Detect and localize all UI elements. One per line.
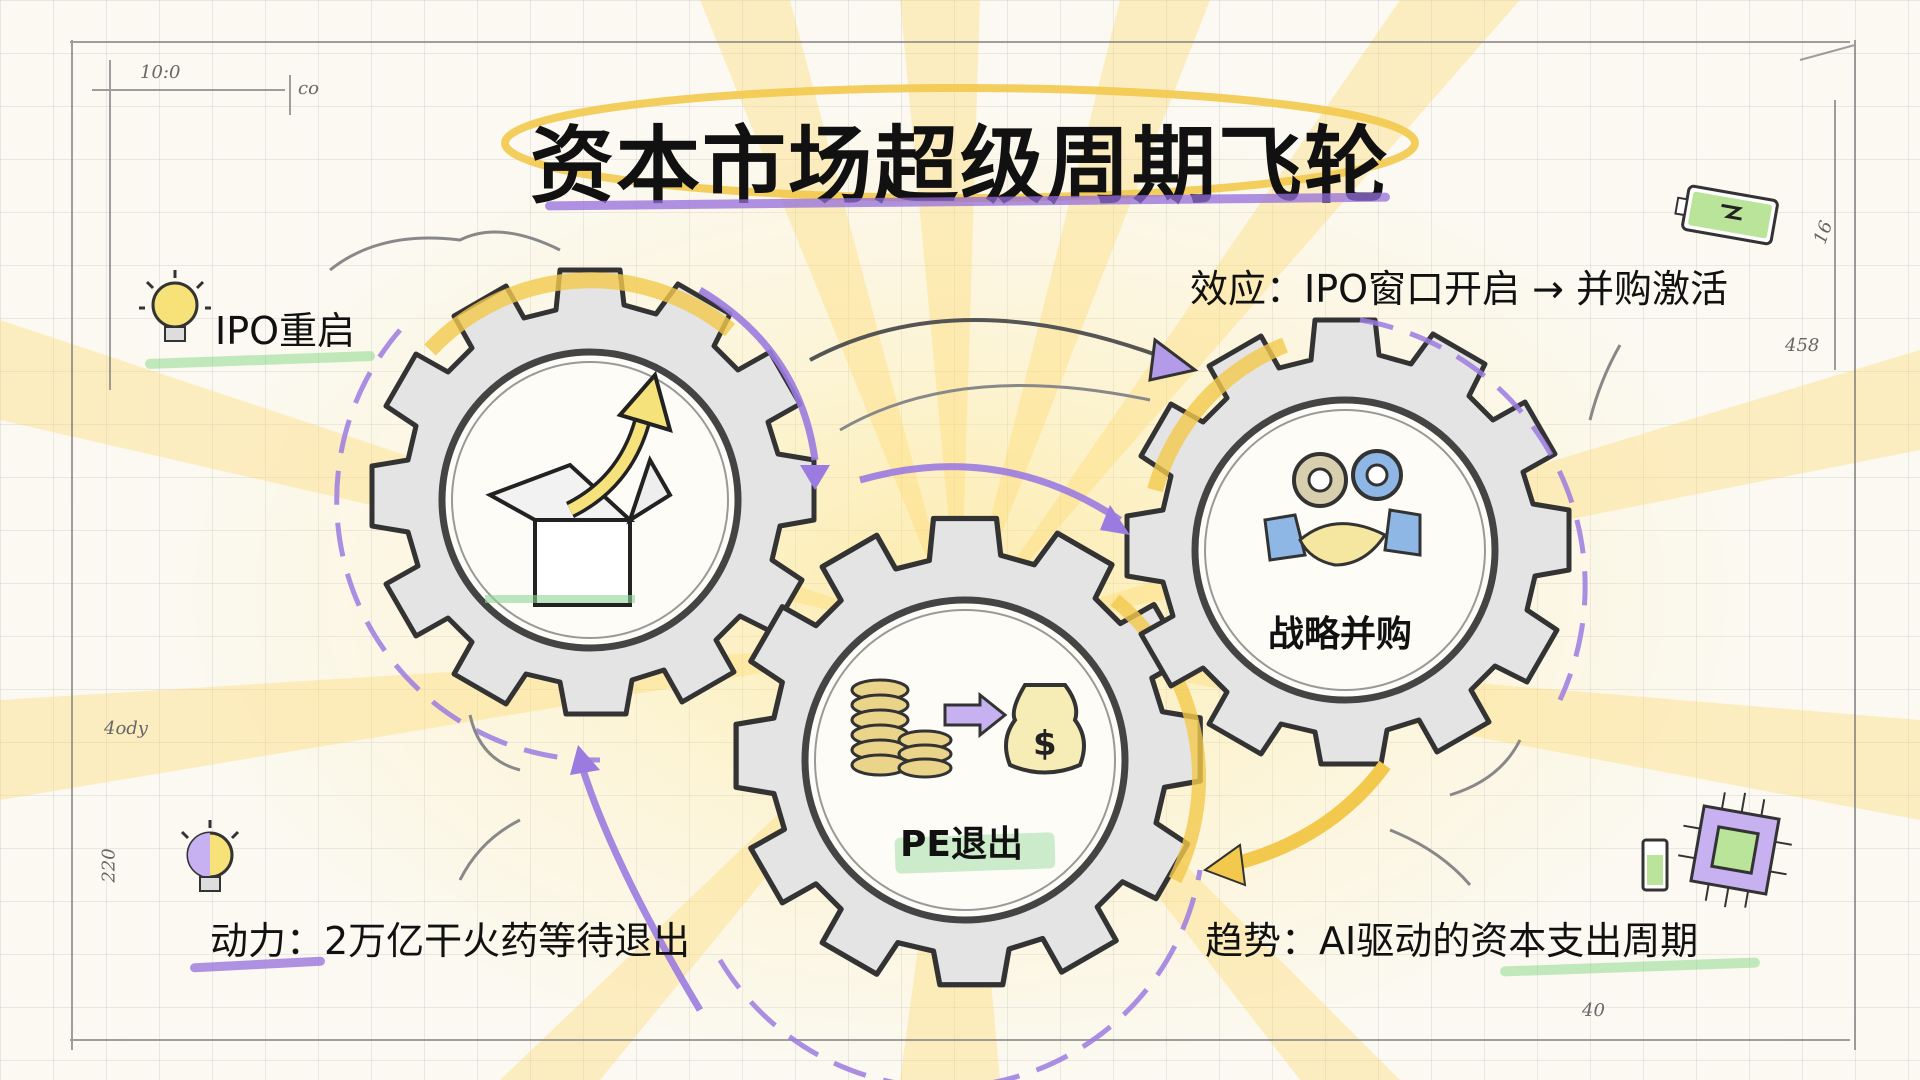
effect-label: 效应：IPO窗口开启 → 并购激活 <box>1190 267 1729 311</box>
annotation-top-left-a: 10:0 <box>140 62 181 83</box>
gear-pe-caption: PE退出 <box>900 824 1023 865</box>
annotation-top-left-b: co <box>298 78 319 99</box>
battery-icon-small <box>1641 838 1669 892</box>
driver-label: 动力：2万亿干火药等待退出 <box>210 919 691 963</box>
battery-charging-icon <box>1674 184 1779 246</box>
annotation-left-mid: 4ody <box>104 718 148 739</box>
coins-to-money-bag-icon: $ <box>850 678 1086 779</box>
ai-chip-icon <box>1678 792 1792 908</box>
annotation-left-low: 220 <box>98 848 120 883</box>
gear-ma-caption: 战略并购 <box>1268 614 1413 655</box>
gear-pe-exit <box>736 519 1206 985</box>
handshake-gears-icon <box>1263 449 1422 567</box>
svg-text:$: $ <box>1033 724 1057 764</box>
lightbulb-icon-top <box>139 270 211 342</box>
annotation-bottom: 40 <box>1582 1000 1605 1021</box>
ipo-restart-label: IPO重启 <box>215 309 356 353</box>
open-box-rising-arrow-icon <box>485 370 673 607</box>
lightbulb-icon-bottom <box>180 820 240 892</box>
trend-label: 趋势：AI驱动的资本支出周期 <box>1205 919 1699 963</box>
annotation-right-mid: 458 <box>1785 335 1820 356</box>
